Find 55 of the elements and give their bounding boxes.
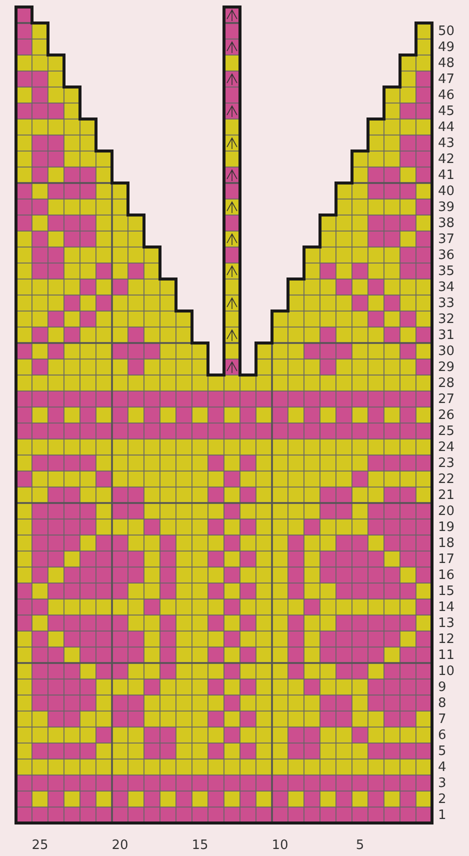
row-number: 14 <box>438 600 455 614</box>
row-number: 49 <box>438 40 455 54</box>
row-number: 6 <box>438 728 446 742</box>
row-number: 31 <box>438 328 455 342</box>
row-number: 46 <box>438 88 455 102</box>
row-number: 18 <box>438 536 455 550</box>
row-number: 41 <box>438 168 455 182</box>
row-number: 47 <box>438 72 455 86</box>
row-number: 35 <box>438 264 455 278</box>
row-number: 9 <box>438 680 446 694</box>
row-number: 37 <box>438 232 455 246</box>
row-number: 20 <box>438 504 455 518</box>
row-number: 1 <box>438 808 446 822</box>
row-number: 30 <box>438 344 455 358</box>
row-number: 28 <box>438 376 455 390</box>
row-number: 26 <box>438 408 455 422</box>
row-number: 12 <box>438 632 455 646</box>
row-number: 27 <box>438 392 455 406</box>
row-number: 8 <box>438 696 446 710</box>
column-number: 10 <box>272 838 288 853</box>
row-number: 33 <box>438 296 455 310</box>
row-number: 32 <box>438 312 455 326</box>
row-number: 42 <box>438 152 455 166</box>
row-number: 11 <box>438 648 455 662</box>
row-number: 24 <box>438 440 455 454</box>
row-number: 34 <box>438 280 455 294</box>
row-number: 16 <box>438 568 455 582</box>
row-number: 36 <box>438 248 455 262</box>
row-number: 50 <box>438 24 455 38</box>
row-number: 39 <box>438 200 455 214</box>
row-number: 45 <box>438 104 455 118</box>
row-number: 43 <box>438 136 455 150</box>
column-number: 15 <box>192 838 208 853</box>
row-number: 40 <box>438 184 455 198</box>
row-number: 25 <box>438 424 455 438</box>
row-number: 19 <box>438 520 455 534</box>
row-number: 5 <box>438 744 446 758</box>
column-number: 20 <box>112 838 128 853</box>
row-number: 2 <box>438 792 446 806</box>
column-number: 25 <box>32 838 48 853</box>
row-number: 15 <box>438 584 455 598</box>
row-number: 3 <box>438 776 446 790</box>
row-number: 22 <box>438 472 455 486</box>
row-number: 21 <box>438 488 455 502</box>
row-number: 7 <box>438 712 446 726</box>
row-number: 10 <box>438 664 455 678</box>
row-number: 4 <box>438 760 446 774</box>
row-number: 23 <box>438 456 455 470</box>
row-number: 13 <box>438 616 455 630</box>
row-number: 38 <box>438 216 455 230</box>
row-number: 48 <box>438 56 455 70</box>
column-number: 5 <box>356 838 364 853</box>
row-number: 29 <box>438 360 455 374</box>
row-number: 17 <box>438 552 455 566</box>
row-number: 44 <box>438 120 455 134</box>
